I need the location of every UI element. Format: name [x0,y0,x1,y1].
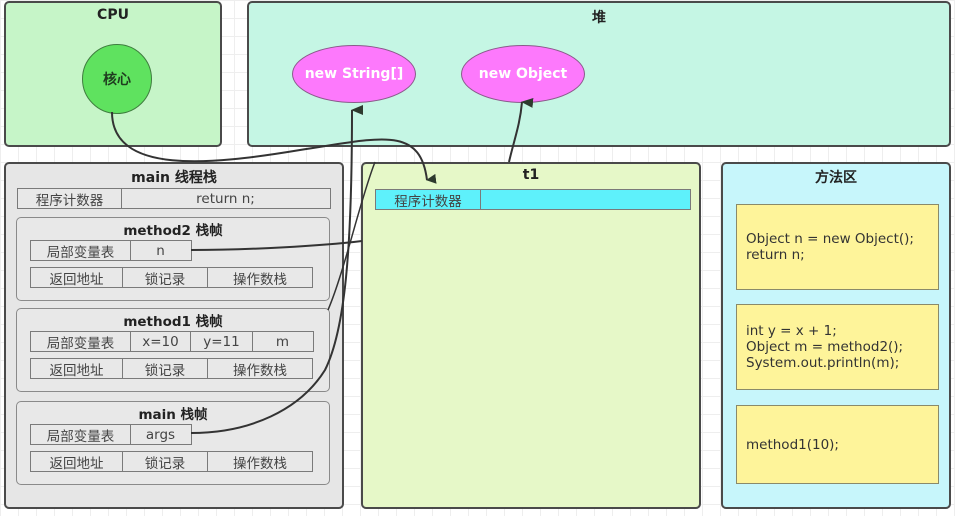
return-address: 返回地址 [30,451,123,472]
locals-label: 局部变量表 [30,331,131,352]
cpu-panel: CPU 核心 [4,1,222,147]
locals-label: 局部变量表 [30,240,131,261]
code-line: Object m = method2(); [746,339,904,355]
heap-title: 堆 [592,10,606,26]
return-address: 返回地址 [30,267,123,288]
operand-stack: 操作数栈 [207,451,313,472]
method-area-title: 方法区 [815,170,857,186]
locals-row: 局部变量表 args [30,424,192,445]
cpu-core[interactable]: 核心 [82,44,152,114]
lock-record: 锁记录 [121,451,209,472]
main-pc-row: 程序计数器 return n; [17,188,331,209]
pc-label: 程序计数器 [17,188,122,209]
local-var-args: args [129,424,192,445]
heap-object-object[interactable]: new Object [461,45,585,103]
operand-stack: 操作数栈 [207,358,313,379]
code-block-method2[interactable]: Object n = new Object(); return n; [736,204,939,290]
code-block-main[interactable]: method1(10); [736,405,939,484]
lock-record: 锁记录 [121,358,209,379]
code-block-method1[interactable]: int y = x + 1; Object m = method2(); Sys… [736,304,939,390]
frame-info-row: 返回地址 锁记录 操作数栈 [30,267,313,288]
operand-stack: 操作数栈 [207,267,313,288]
heap-panel: 堆 new String[] new Object [247,1,951,147]
locals-label: 局部变量表 [30,424,131,445]
local-var-n: n [129,240,192,261]
frame-title: method1 栈帧 [123,314,223,330]
cpu-title: CPU [97,7,129,23]
code-line: Object n = new Object(); [746,231,914,247]
main-stack-title: main 线程栈 [131,170,217,186]
local-var-m: m [251,331,314,352]
t1-pc-value [479,189,691,210]
locals-row: 局部变量表 x=10 y=11 m [30,331,314,352]
return-address: 返回地址 [30,358,123,379]
code-line: int y = x + 1; [746,323,837,339]
t1-pc-row: 程序计数器 [375,189,691,210]
t1-title: t1 [522,167,540,183]
locals-row: 局部变量表 n [30,240,192,261]
method-area-panel: 方法区 Object n = new Object(); return n; i… [721,162,951,509]
main-thread-stack: main 线程栈 程序计数器 return n; method2 栈帧 局部变量… [4,162,344,509]
frame-title: main 栈帧 [138,407,208,423]
pc-value: return n; [120,188,331,209]
heap-object-string-array[interactable]: new String[] [292,45,416,103]
code-line: method1(10); [746,436,839,453]
local-var-y: y=11 [190,331,253,352]
t1-pc-label: 程序计数器 [375,189,481,210]
frame-info-row: 返回地址 锁记录 操作数栈 [30,451,313,472]
stack-frame-main[interactable]: main 栈帧 局部变量表 args 返回地址 锁记录 操作数栈 [16,401,330,485]
lock-record: 锁记录 [121,267,209,288]
code-line: System.out.println(m); [746,355,900,371]
t1-thread-stack: t1 程序计数器 [361,162,701,509]
local-var-x: x=10 [129,331,192,352]
code-line: return n; [746,247,805,263]
stack-frame-method1[interactable]: method1 栈帧 局部变量表 x=10 y=11 m 返回地址 锁记录 操作… [16,308,330,392]
stack-frame-method2[interactable]: method2 栈帧 局部变量表 n 返回地址 锁记录 操作数栈 [16,217,330,301]
frame-info-row: 返回地址 锁记录 操作数栈 [30,358,313,379]
frame-title: method2 栈帧 [123,223,223,239]
